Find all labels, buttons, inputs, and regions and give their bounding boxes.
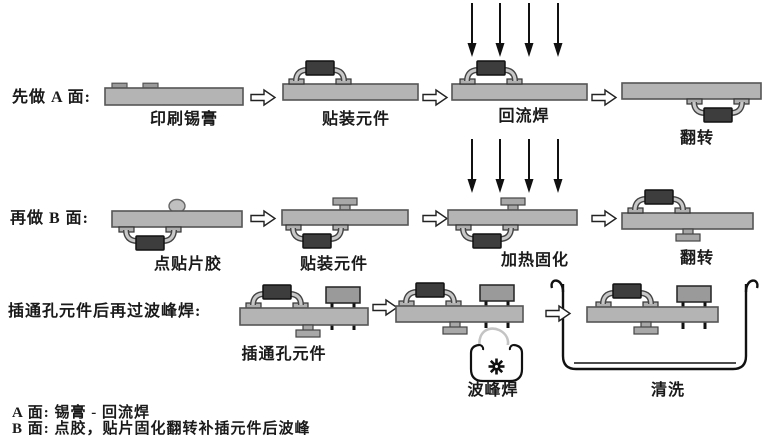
board-reflow-solder	[451, 2, 588, 101]
step-label-clean: 清洗	[650, 382, 686, 399]
smt-component-icon	[286, 225, 348, 248]
flow-arrow-icon	[591, 89, 617, 106]
board-place-components-a	[282, 61, 419, 101]
step-label-glue: 点贴片胶	[153, 256, 223, 273]
glued-chip-icon	[442, 321, 468, 335]
wave-solder-pot-icon	[469, 327, 524, 383]
flow-arrow-icon	[372, 299, 398, 316]
board-flipped-b	[621, 190, 754, 242]
smt-component-icon	[289, 61, 351, 84]
smt-component-icon	[628, 190, 690, 213]
smt-component-icon	[399, 283, 461, 306]
pcb-board	[621, 82, 762, 100]
board-wave-soldering	[395, 283, 524, 383]
step-label-flip-a: 翻转	[679, 130, 715, 147]
pcb-board	[586, 306, 719, 323]
flow-arrow-icon	[422, 89, 448, 106]
heat-arrows-icon	[466, 138, 564, 194]
flow-arrow-icon	[591, 210, 617, 227]
smt-component-icon	[460, 61, 522, 84]
board-flipped-a	[621, 82, 762, 122]
row-label-a-side: 先做 A 面:	[12, 89, 92, 106]
smt-component-icon	[246, 285, 308, 308]
note-a-side: A 面: 锡膏 - 回流焊	[12, 405, 150, 421]
pcb-board	[395, 305, 524, 323]
pcb-board	[239, 307, 369, 326]
board-insert-th-components	[239, 285, 369, 338]
solder-wave-gear-icon	[488, 358, 505, 375]
heat-arrows-icon	[466, 2, 564, 58]
step-label-place-b: 贴装元件	[299, 256, 369, 273]
pcb-board	[282, 83, 419, 101]
pcb-board	[451, 83, 588, 101]
cleaning-tank-icon	[550, 279, 759, 371]
glued-chip-icon	[675, 228, 701, 242]
pcb-board	[111, 210, 243, 228]
row-wave-solder-graphics	[239, 279, 759, 383]
pcb-board	[447, 209, 578, 226]
glued-chip-icon	[295, 324, 321, 338]
flow-arrow-icon	[250, 210, 276, 227]
step-label-insert-th: 插通孔元件	[241, 346, 327, 363]
board-place-components-b	[281, 197, 409, 248]
step-label-flip-b: 翻转	[679, 250, 715, 267]
board-cleaning	[586, 284, 719, 335]
smt-component-icon	[687, 99, 749, 122]
note-b-side: B 面: 点胶，贴片固化翻转补插元件后波峰	[12, 421, 311, 437]
smt-component-icon	[456, 225, 518, 248]
glued-chip-icon	[500, 197, 526, 211]
flow-arrow-icon	[422, 210, 448, 227]
step-label-cure: 加热固化	[500, 252, 570, 269]
row-label-b-side: 再做 B 面:	[10, 210, 90, 227]
glued-chip-icon	[332, 197, 358, 211]
step-label-reflow: 回流焊	[498, 108, 550, 125]
board-heat-cure	[447, 138, 578, 248]
step-label-place-a: 贴装元件	[321, 111, 391, 128]
pcb-board	[104, 87, 244, 106]
smt-component-icon	[119, 227, 181, 250]
pcb-board	[621, 212, 754, 230]
flow-arrow-icon	[250, 89, 276, 106]
board-dispense-glue	[111, 198, 243, 251]
row-a-side-graphics	[104, 2, 762, 122]
step-label-wave-solder: 波峰焊	[467, 382, 519, 399]
pcb-board	[281, 209, 409, 226]
board-print-solder-paste	[104, 82, 244, 106]
row-b-side-graphics	[111, 138, 754, 251]
row-label-wave: 插通孔元件后再过波峰焊:	[8, 303, 202, 320]
step-label-print-paste: 印刷锡膏	[149, 111, 219, 128]
